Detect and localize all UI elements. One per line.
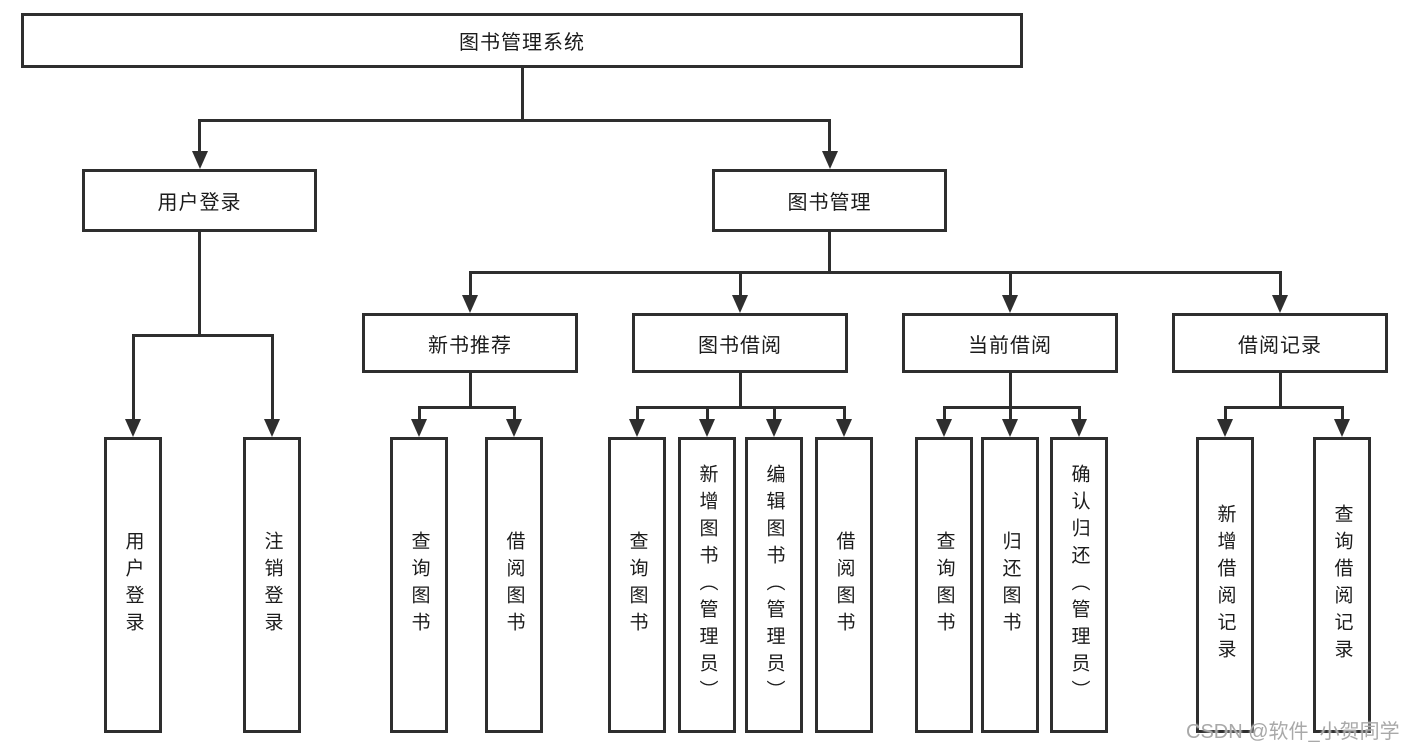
arrow-down-icon bbox=[699, 419, 715, 437]
arrow-down-icon bbox=[766, 419, 782, 437]
connector-line bbox=[828, 120, 831, 152]
node-label: 新书推荐 bbox=[428, 334, 512, 357]
leaf-edit-book-admin: 编辑图书（管理员） bbox=[745, 437, 803, 733]
node-label: 归还图书 bbox=[999, 531, 1021, 639]
arrow-down-icon bbox=[821, 151, 838, 169]
node-label: 确认归还（管理员） bbox=[1068, 463, 1090, 707]
node-label: 当前借阅 bbox=[968, 334, 1052, 357]
connector-line bbox=[705, 407, 709, 419]
node-label: 图书管理 bbox=[787, 192, 872, 214]
connector-line bbox=[772, 407, 776, 419]
arrow-down-icon bbox=[1334, 419, 1350, 437]
leaf-query-borrow-record: 查询借阅记录 bbox=[1313, 437, 1371, 733]
arrow-down-icon bbox=[629, 419, 645, 437]
connector-line bbox=[842, 407, 846, 419]
leaf-borrow-book-recommend: 借阅图书 bbox=[485, 437, 543, 733]
leaf-user-login: 用户登录 bbox=[104, 437, 162, 733]
connector-line bbox=[942, 407, 946, 419]
connector-line bbox=[468, 272, 472, 295]
arrow-down-icon bbox=[836, 419, 852, 437]
connector-line bbox=[635, 407, 639, 419]
arrow-down-icon bbox=[1002, 419, 1018, 437]
arrow-down-icon bbox=[1217, 419, 1233, 437]
connector-line bbox=[1223, 405, 1344, 409]
node-label: 查询借阅记录 bbox=[1331, 504, 1353, 666]
arrow-down-icon bbox=[1002, 295, 1018, 313]
arrow-down-icon bbox=[411, 419, 427, 437]
node-label: 借阅记录 bbox=[1238, 334, 1322, 357]
leaf-query-book-borrowing: 查询图书 bbox=[608, 437, 666, 733]
connector-line bbox=[1008, 407, 1012, 419]
connector-line bbox=[827, 232, 831, 272]
node-user-login: 用户登录 bbox=[82, 169, 317, 232]
connector-line bbox=[1008, 272, 1012, 295]
arrow-down-icon bbox=[1272, 295, 1288, 313]
node-borrowing-records: 借阅记录 bbox=[1172, 313, 1388, 373]
arrow-down-icon bbox=[506, 419, 522, 437]
node-label: 图书管理系统 bbox=[459, 32, 585, 54]
leaf-add-book-admin: 新增图书（管理员） bbox=[678, 437, 736, 733]
node-label: 查询图书 bbox=[408, 531, 430, 639]
node-label: 图书借阅 bbox=[698, 334, 782, 357]
node-label: 查询图书 bbox=[933, 531, 955, 639]
connector-line bbox=[1008, 373, 1012, 407]
leaf-borrow-book: 借阅图书 bbox=[815, 437, 873, 733]
arrow-down-icon bbox=[1071, 419, 1087, 437]
connector-line bbox=[131, 335, 135, 420]
node-book-borrowing: 图书借阅 bbox=[632, 313, 848, 373]
connector-line bbox=[512, 407, 516, 419]
node-label: 注销登录 bbox=[261, 531, 283, 639]
connector-line bbox=[1340, 407, 1344, 419]
node-label: 新增图书（管理员） bbox=[696, 463, 718, 707]
connector-line bbox=[417, 405, 516, 409]
connector-line bbox=[417, 407, 421, 419]
arrow-down-icon bbox=[264, 419, 280, 437]
connector-line bbox=[635, 405, 846, 409]
connector-line bbox=[1223, 407, 1227, 419]
leaf-logout: 注销登录 bbox=[243, 437, 301, 733]
node-label: 借阅图书 bbox=[503, 531, 525, 639]
connector-line bbox=[468, 373, 472, 407]
node-current-borrowing: 当前借阅 bbox=[902, 313, 1118, 373]
connector-line bbox=[197, 118, 831, 122]
connector-line bbox=[198, 232, 201, 335]
connector-line bbox=[1278, 272, 1282, 295]
arrow-down-icon bbox=[191, 151, 208, 169]
connector-line bbox=[738, 272, 742, 295]
connector-line bbox=[1278, 373, 1282, 407]
connector-line bbox=[1077, 407, 1081, 419]
leaf-confirm-return-admin: 确认归还（管理员） bbox=[1050, 437, 1108, 733]
leaf-query-book-current: 查询图书 bbox=[915, 437, 973, 733]
leaf-query-book-recommend: 查询图书 bbox=[390, 437, 448, 733]
node-library-management-system: 图书管理系统 bbox=[21, 13, 1023, 68]
connector-line bbox=[131, 333, 274, 337]
arrow-down-icon bbox=[462, 295, 478, 313]
node-label: 借阅图书 bbox=[833, 531, 855, 639]
node-label: 用户登录 bbox=[157, 192, 242, 214]
leaf-add-borrow-record: 新增借阅记录 bbox=[1196, 437, 1254, 733]
node-book-management: 图书管理 bbox=[712, 169, 947, 232]
leaf-return-book: 归还图书 bbox=[981, 437, 1039, 733]
connector-line bbox=[520, 68, 524, 120]
connector-line bbox=[270, 335, 274, 420]
node-label: 编辑图书（管理员） bbox=[763, 463, 785, 707]
node-label: 新增借阅记录 bbox=[1214, 504, 1236, 666]
node-label: 用户登录 bbox=[122, 531, 144, 639]
csdn-watermark: CSDN @软件_小贺同学 bbox=[1186, 721, 1400, 743]
arrow-down-icon bbox=[732, 295, 748, 313]
connector-line bbox=[198, 120, 201, 152]
node-label: 查询图书 bbox=[626, 531, 648, 639]
connector-line bbox=[942, 405, 1081, 409]
node-new-book-recommend: 新书推荐 bbox=[362, 313, 578, 373]
connector-line bbox=[738, 373, 742, 407]
arrow-down-icon bbox=[936, 419, 952, 437]
arrow-down-icon bbox=[125, 419, 141, 437]
connector-line bbox=[468, 270, 1282, 274]
